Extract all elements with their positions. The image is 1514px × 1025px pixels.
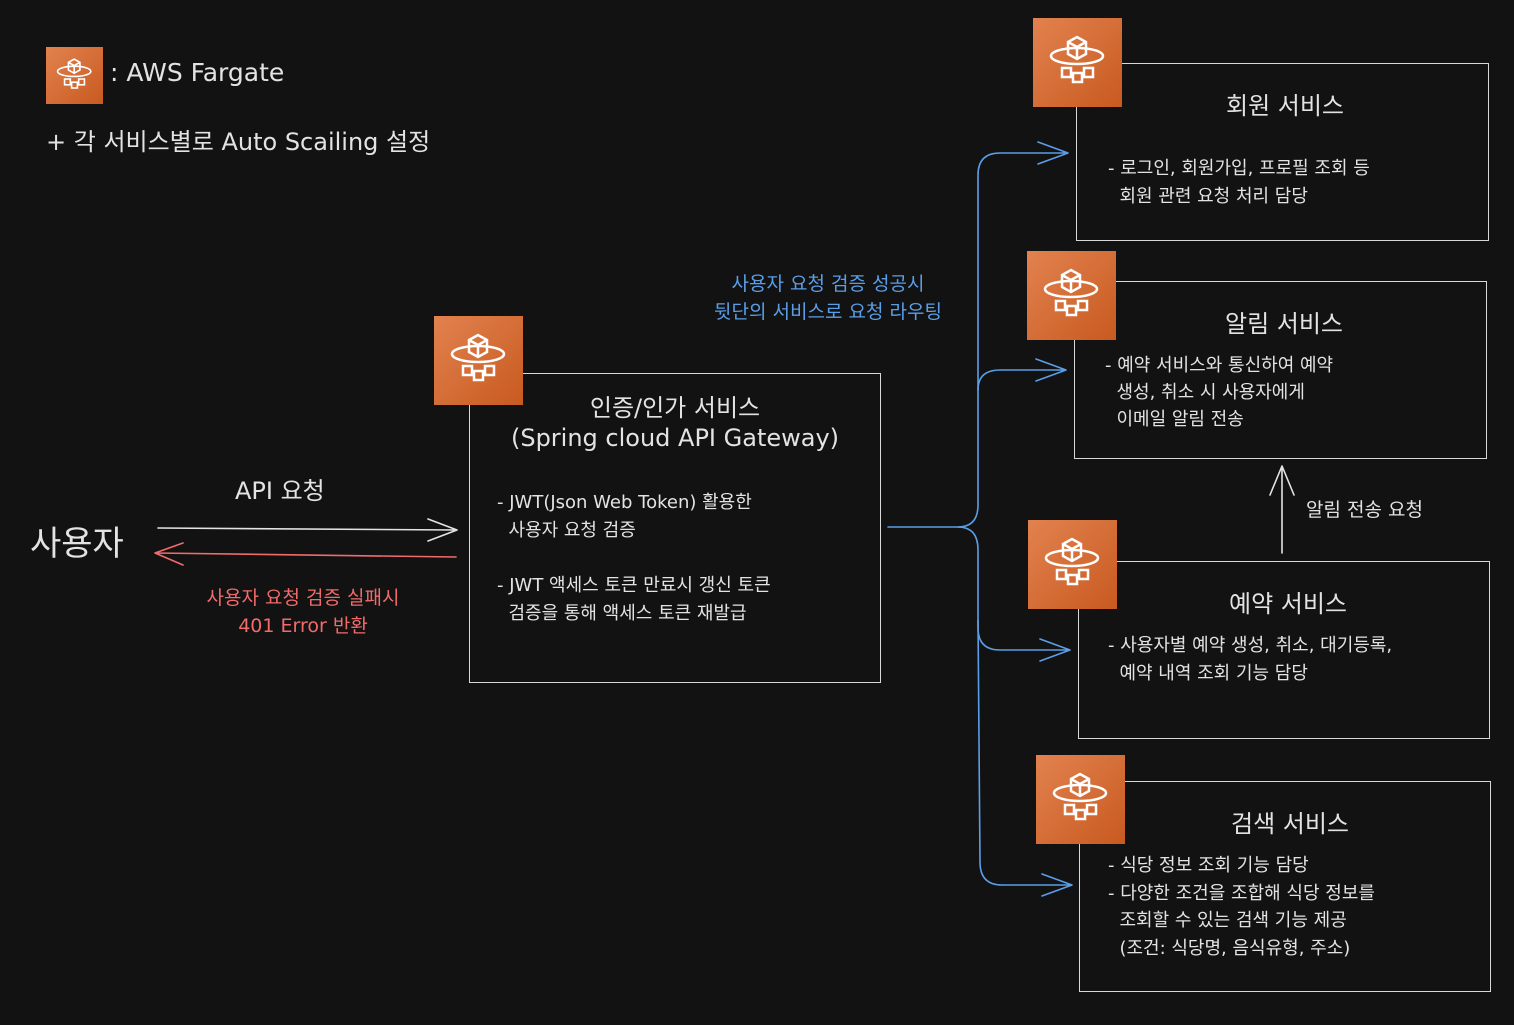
- reservation-title: 예약 서비스: [1228, 590, 1348, 618]
- notify-request-label: 알림 전송 요청: [1306, 499, 1423, 521]
- notification-title: 알림 서비스: [1224, 310, 1344, 338]
- search-bullet: 조회할 수 있는 검색 기능 제공: [1108, 910, 1347, 931]
- routing-text-1: 사용자 요청 검증 성공시: [731, 273, 925, 295]
- notify-arrow: [1269, 465, 1295, 554]
- error-arrow: [154, 542, 457, 566]
- legend-note: + 각 서비스별로 Auto Scailing 설정: [46, 128, 431, 156]
- auth-bullet: 사용자 요청 검증: [497, 520, 636, 541]
- member-bullet: 회원 관련 요청 처리 담당: [1108, 186, 1308, 207]
- aws-fargate-icon: [1028, 520, 1117, 609]
- notification-bullet: - 예약 서비스와 통신하여 예약: [1105, 355, 1334, 376]
- aws-fargate-icon: [1033, 18, 1122, 107]
- error-text-1: 사용자 요청 검증 실패시: [206, 587, 400, 609]
- auth-title-1: 인증/인가 서비스: [589, 394, 761, 422]
- notification-bullet: 이메일 알림 전송: [1105, 409, 1244, 430]
- member-service-box: [1076, 63, 1489, 241]
- routing-text-2: 뒷단의 서비스로 요청 라우팅: [714, 301, 942, 323]
- member-bullet: - 로그인, 회원가입, 프로필 조회 등: [1108, 158, 1370, 179]
- routing-arrows: [887, 141, 1073, 897]
- error-text-2: 401 Error 반환: [238, 615, 368, 637]
- notification-service-box: [1074, 281, 1487, 459]
- aws-fargate-icon: [1036, 755, 1125, 844]
- aws-fargate-icon: [434, 316, 523, 405]
- search-bullet: - 다양한 조건을 조합해 식당 정보를: [1108, 883, 1375, 904]
- auth-bullet: - JWT 액세스 토큰 만료시 갱신 토큰: [497, 575, 771, 596]
- member-title: 회원 서비스: [1225, 92, 1345, 120]
- auth-title-2: (Spring cloud API Gateway): [510, 424, 840, 452]
- auth-bullet: - JWT(Json Web Token) 활용한: [497, 492, 752, 513]
- search-service-box: [1079, 781, 1491, 992]
- search-title: 검색 서비스: [1230, 810, 1350, 838]
- request-arrow: [157, 518, 458, 542]
- aws-fargate-icon: [46, 47, 103, 104]
- search-bullet: - 식당 정보 조회 기능 담당: [1108, 855, 1309, 876]
- reservation-service-box: [1078, 561, 1490, 739]
- aws-fargate-icon: [1027, 251, 1116, 340]
- notification-bullet: 생성, 취소 시 사용자에게: [1105, 382, 1305, 403]
- api-request-label: API 요청: [235, 477, 325, 505]
- reservation-bullet: 예약 내역 조회 기능 담당: [1108, 663, 1308, 684]
- user-label: 사용자: [30, 524, 124, 564]
- legend-label: : AWS Fargate: [110, 58, 285, 87]
- reservation-bullet: - 사용자별 예약 생성, 취소, 대기등록,: [1108, 635, 1393, 656]
- auth-bullet: 검증을 통해 액세스 토큰 재발급: [497, 603, 747, 624]
- search-bullet: (조건: 식당명, 음식유형, 주소): [1108, 938, 1351, 959]
- auth-service-box: [469, 373, 881, 683]
